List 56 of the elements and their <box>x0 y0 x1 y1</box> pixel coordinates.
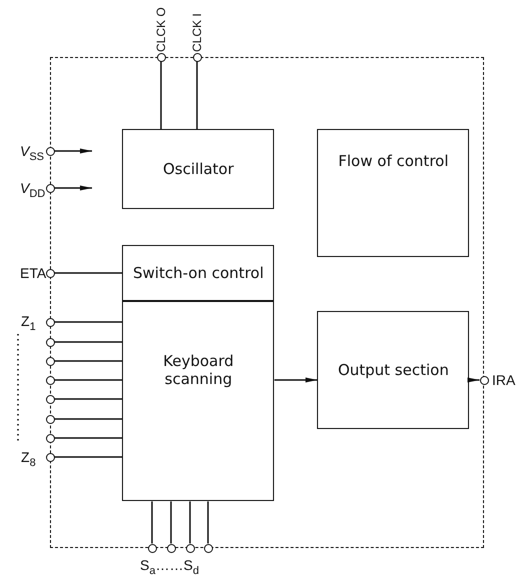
connector-line <box>54 341 122 343</box>
connector-line <box>54 379 122 381</box>
function-block <box>122 129 274 210</box>
pin-terminal <box>46 184 54 192</box>
connector-line <box>189 501 191 544</box>
connector-line <box>151 501 153 544</box>
arrow <box>468 378 480 382</box>
pin-label: Z$_{8}$ <box>21 450 36 469</box>
connector-line <box>207 501 209 544</box>
pin-terminal <box>166 544 176 552</box>
pin-terminal <box>46 356 54 366</box>
block-label: Output section <box>336 361 450 380</box>
connector-line <box>54 418 122 420</box>
pin-terminal <box>46 146 54 156</box>
connector-line <box>160 62 162 130</box>
arrow <box>274 378 318 382</box>
arrow <box>54 186 92 190</box>
pin-label: V$_{SS}$ <box>20 144 44 163</box>
function-block <box>317 311 470 430</box>
pin-terminal <box>148 544 156 552</box>
connector-line <box>54 456 122 458</box>
pin-terminal <box>46 376 54 384</box>
pin-label: CLCK O <box>155 7 167 52</box>
pin-label: IRA <box>492 373 516 387</box>
pin-terminal <box>192 52 202 62</box>
pin-terminal <box>46 338 54 346</box>
block-label: Switch-on control <box>132 264 265 282</box>
pin-terminal <box>46 414 54 424</box>
pin-label: V$_{DD}$ <box>20 181 46 200</box>
connector-line <box>54 272 122 274</box>
pin-terminal <box>156 52 166 62</box>
connector-line <box>170 501 172 544</box>
arrow <box>54 148 92 154</box>
block-label: Oscillator <box>162 160 235 178</box>
block-label: Flow of control <box>337 152 450 170</box>
block-label: Keyboard scanning <box>162 352 235 388</box>
pin-terminal <box>46 268 54 278</box>
function-block <box>122 301 274 502</box>
connector-line <box>54 360 122 362</box>
pin-terminal <box>46 318 54 326</box>
pin-terminal <box>46 394 54 404</box>
pin-terminal <box>46 434 54 442</box>
connector-line <box>54 437 122 439</box>
connector-line <box>196 62 198 130</box>
pin-terminal <box>46 452 54 462</box>
function-block <box>122 245 274 302</box>
pin-label: Z$_{1}$ <box>21 314 36 333</box>
pin-terminal <box>186 544 194 552</box>
connector-line <box>54 398 122 400</box>
pin-label: S$_{a}$……S$_{d}$ <box>140 558 199 577</box>
pin-terminal <box>480 376 488 384</box>
pin-label: ETA <box>20 266 46 280</box>
pin-terminal <box>204 544 212 552</box>
function-block <box>317 129 470 258</box>
connector-line <box>54 321 122 323</box>
pin-label: CLCK I <box>191 13 203 52</box>
